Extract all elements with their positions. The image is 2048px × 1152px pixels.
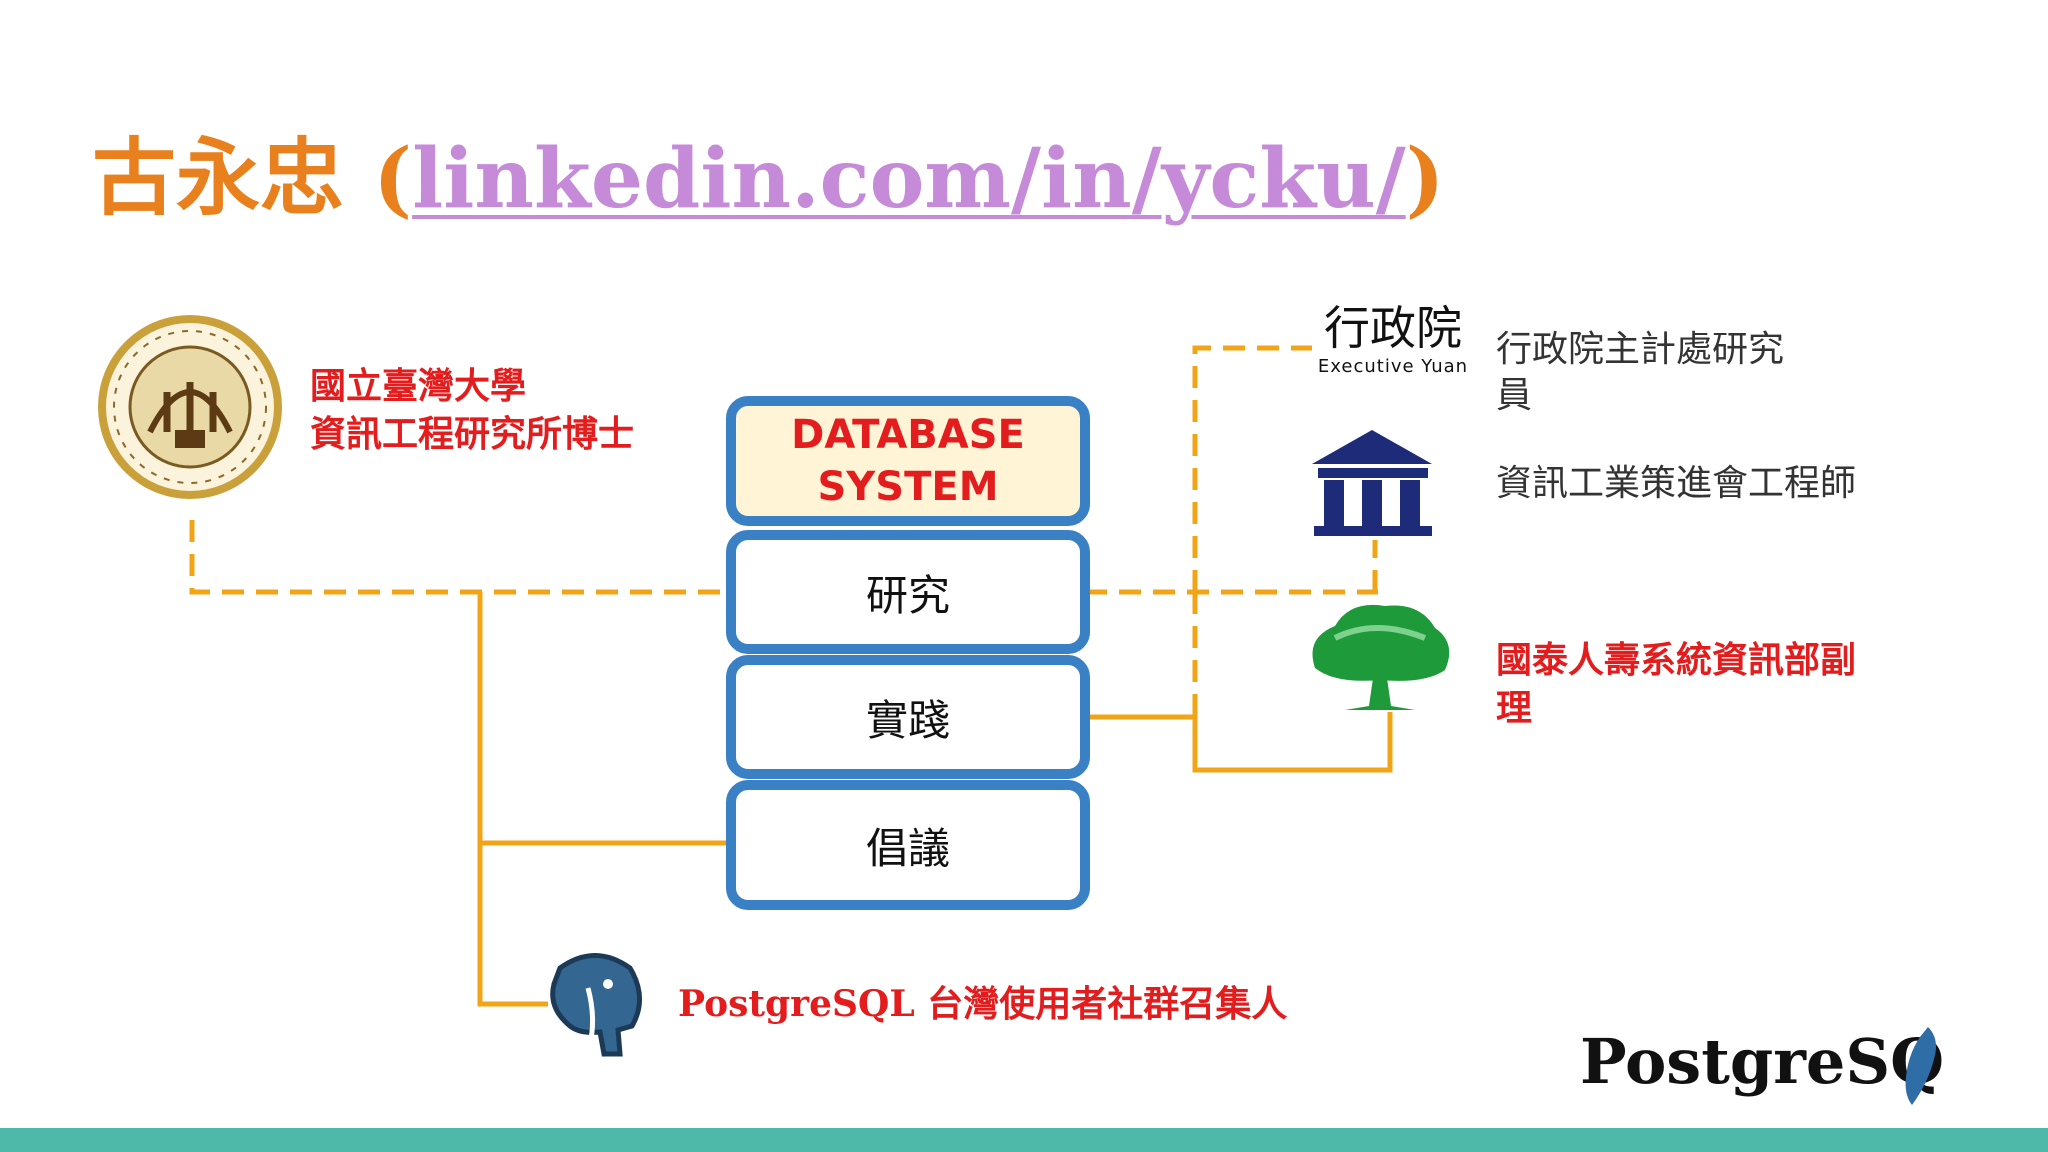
ey-connector <box>1192 345 1312 592</box>
ntu-degree-line1: 國立臺灣大學 <box>310 365 527 407</box>
stack-practice-label: 實踐 <box>865 695 950 745</box>
title-open-paren: ( <box>373 131 413 227</box>
stack-advocacy: 倡議 <box>726 780 1090 910</box>
title-close-paren: ) <box>1405 131 1445 227</box>
postgresql-community-label: PostgreSQL 台灣使用者社群召集人 <box>678 983 1288 1025</box>
postgres-connector <box>477 592 548 1007</box>
taiwan-island-icon <box>1898 1025 1940 1107</box>
executive-yuan-logo-text: 行政院 <box>1324 301 1462 355</box>
ntu-degree-line2: 資訊工程研究所博士 <box>310 413 635 455</box>
ntu-connector <box>189 520 730 595</box>
database-label: DATABASE <box>791 412 1025 458</box>
stack-research: 研究 <box>726 530 1090 654</box>
ey-role-line2: 員 <box>1496 375 1533 416</box>
page-title: 古永忠 (linkedin.com/in/ycku/) <box>92 118 1444 239</box>
title-name: 古永忠 <box>92 129 345 227</box>
columns-building-icon <box>1310 428 1435 538</box>
linkedin-link[interactable]: linkedin.com/in/ycku/ <box>412 131 1406 227</box>
database-system-header: DATABASE SYSTEM <box>726 396 1090 526</box>
stack-research-label: 研究 <box>865 570 950 620</box>
executive-yuan-logo: 行政院 Executive Yuan <box>1308 300 1478 395</box>
executive-yuan-logo-sub: Executive Yuan <box>1317 356 1469 377</box>
tree-icon <box>1305 598 1455 718</box>
cathay-connector <box>1085 712 1393 773</box>
ntu-seal-icon <box>95 312 285 502</box>
brand-text: PostgreSQ <box>1580 1025 1945 1098</box>
stack-advocacy-label: 倡議 <box>865 823 950 873</box>
cathay-role-line2: 理 <box>1496 687 1533 729</box>
stack-practice: 實踐 <box>726 655 1090 779</box>
system-label: SYSTEM <box>817 464 999 510</box>
iii-role: 資訊工業策進會工程師 <box>1496 463 1857 504</box>
postgresql-taiwan-brand: PostgreSQ <box>1580 1025 1944 1098</box>
cathay-role-line1: 國泰人壽系統資訊部副 <box>1496 639 1857 681</box>
ey-role-line1: 行政院主計處研究 <box>1496 329 1785 370</box>
bottom-accent-bar <box>0 1128 2048 1152</box>
postgresql-elephant-icon <box>540 948 650 1060</box>
